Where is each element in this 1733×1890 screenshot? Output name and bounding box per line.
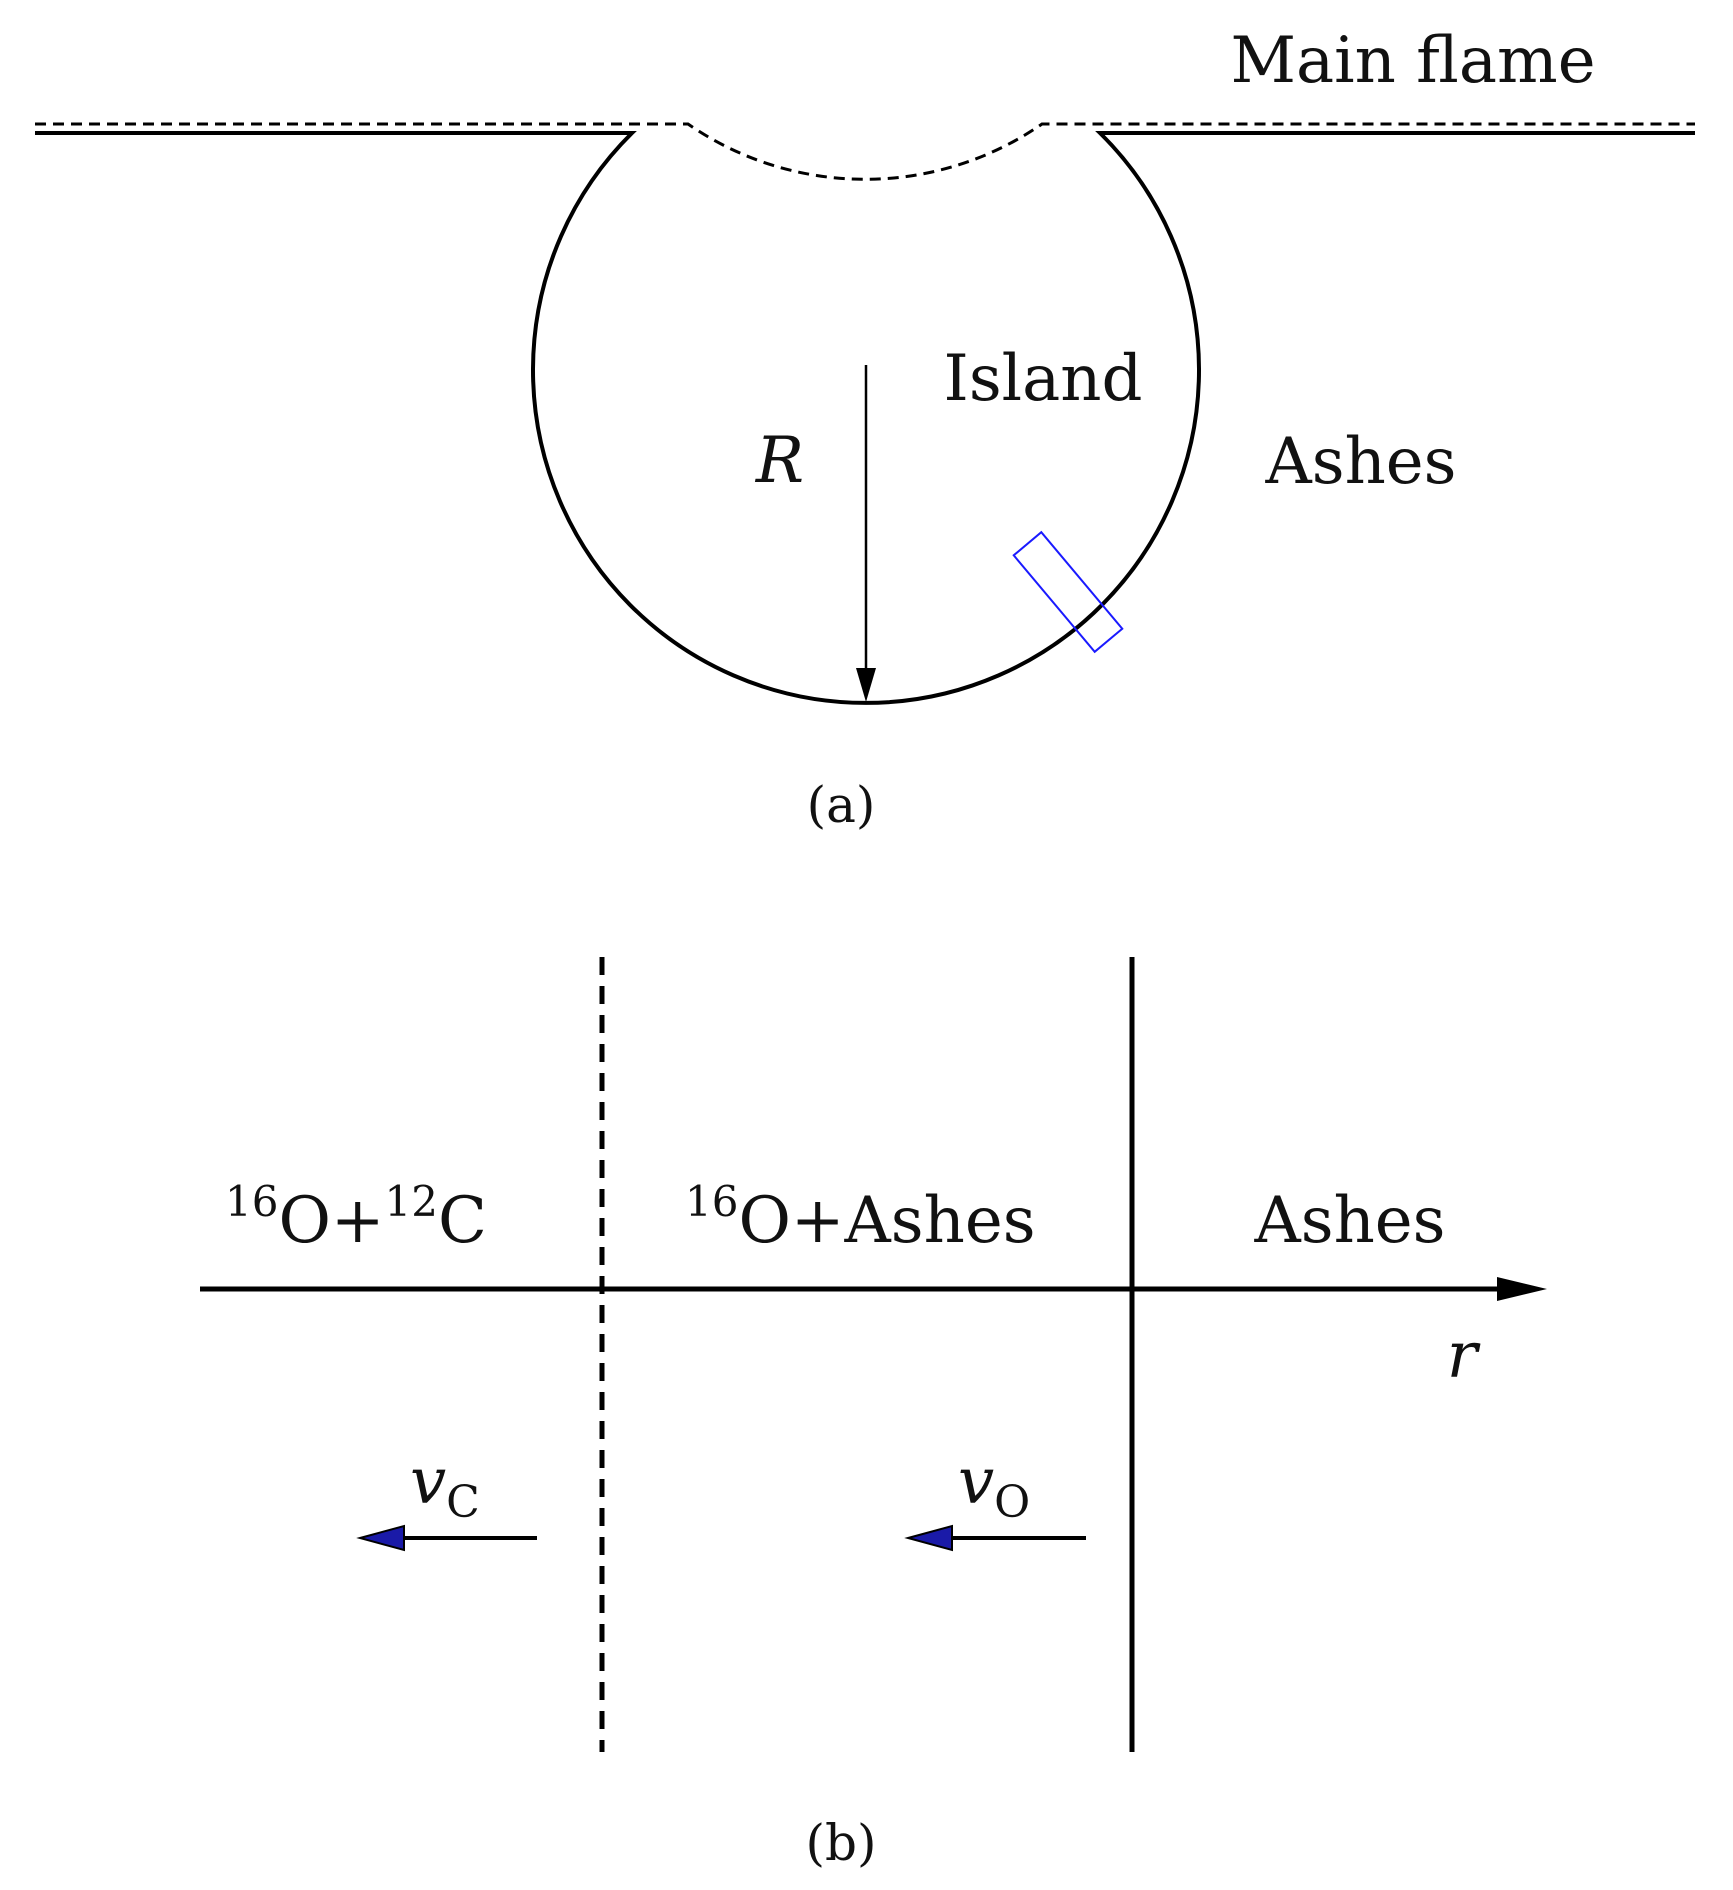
velocity-oxygen-label: vO	[958, 1445, 1030, 1528]
main-flame-label: Main flame	[1230, 24, 1595, 98]
radius-arrowhead	[856, 668, 876, 702]
island-label: Island	[944, 342, 1143, 416]
r-axis-label: r	[1447, 1319, 1481, 1393]
region-left-label: 16O+12C	[225, 1177, 487, 1258]
panel-a: Main flame Island Ashes R (a)	[35, 24, 1695, 834]
velocity-carbon-arrowhead	[356, 1524, 405, 1552]
velocity-carbon-label: vC	[410, 1445, 480, 1528]
panel-b: 16O+12C 16O+Ashes Ashes r vC vO (b)	[200, 957, 1547, 1872]
region-middle-label: 16O+Ashes	[685, 1177, 1036, 1258]
region-right-label: Ashes	[1254, 1184, 1446, 1258]
velocity-oxygen-arrowhead	[904, 1524, 953, 1552]
caption-b: (b)	[805, 1814, 876, 1872]
caption-a: (a)	[807, 776, 876, 834]
main-flame-solid-boundary	[35, 131, 1695, 705]
ashes-label-a: Ashes	[1265, 425, 1457, 499]
highlight-box	[1012, 530, 1124, 654]
r-axis-arrowhead	[1497, 1277, 1547, 1301]
radius-label: R	[755, 424, 804, 498]
